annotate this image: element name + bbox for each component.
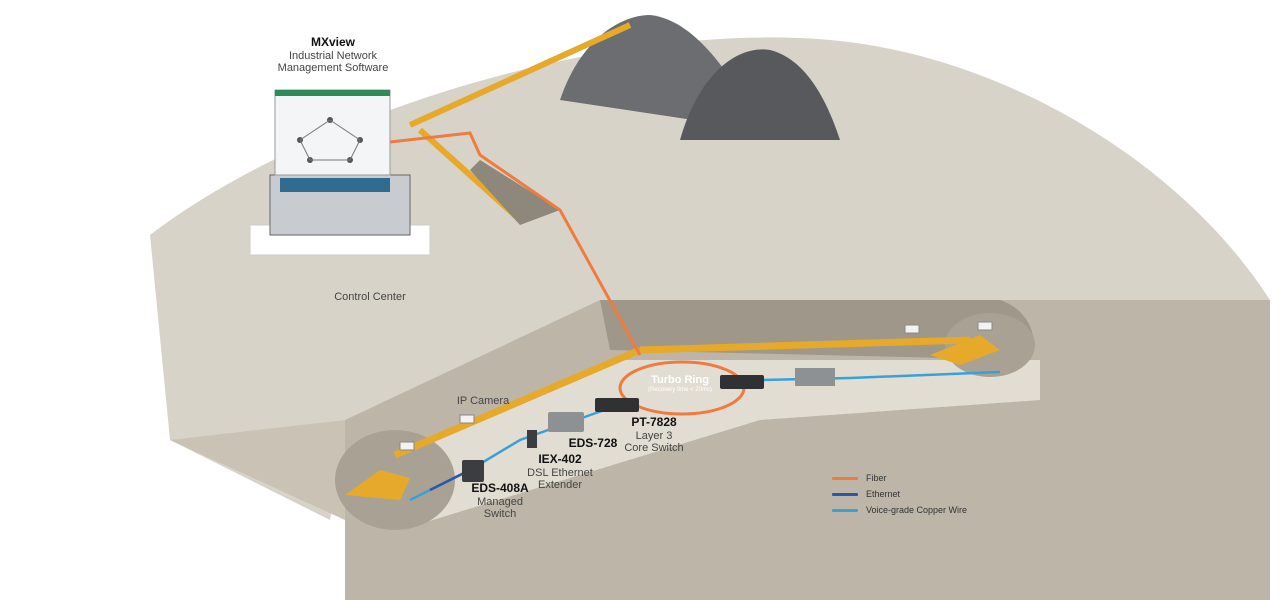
turbo-ring-title: Turbo Ring	[651, 374, 709, 386]
eds408a-switch-icon	[462, 460, 484, 482]
tunnel-floor	[360, 360, 1040, 530]
mxview-title: MXview	[310, 35, 355, 49]
legend-swatch-copper	[832, 508, 858, 512]
copper-wire-right	[759, 370, 1001, 382]
mining-machine-right-icon	[930, 335, 1000, 365]
mxview-line2: Management Software	[277, 62, 389, 75]
tunnel-conveyor-left	[393, 346, 642, 459]
ground-edge-front	[170, 420, 345, 520]
legend-swatch-fiber	[832, 476, 858, 480]
eds408a-line2: Switch	[483, 508, 517, 521]
pt7828-line2: Core Switch	[624, 442, 684, 455]
pt7828-line1: Layer 3	[635, 429, 673, 442]
legend-item-fiber: Fiber	[832, 470, 967, 486]
tunnel-rack-right-icon	[795, 368, 835, 386]
eds728-label: EDS-728	[558, 436, 628, 451]
eds728-model: EDS-728	[568, 436, 618, 450]
control-center-video-wall	[280, 178, 390, 192]
surface-conveyor-upper	[408, 22, 632, 128]
legend-label-ethernet: Ethernet	[866, 489, 901, 499]
camera-right-icon	[904, 324, 920, 334]
turbo-ring-note: (Recovery time < 20ms)	[648, 386, 712, 393]
turbo-ring-label: Turbo Ring (Recovery time < 20ms)	[630, 374, 730, 394]
iex402-line2: Extender	[537, 479, 583, 492]
eds408a-model: EDS-408A	[471, 481, 529, 495]
legend-item-copper: Voice-grade Copper Wire	[832, 502, 967, 518]
legend-label-fiber: Fiber	[866, 473, 887, 483]
legend: Fiber Ethernet Voice-grade Copper Wire	[832, 470, 967, 518]
tunnel-conveyor-right	[639, 336, 971, 354]
ground-surface	[150, 37, 1270, 520]
core-switch-right-icon	[720, 375, 764, 389]
camera-far-right-icon	[977, 321, 993, 331]
fiber-link	[389, 131, 642, 356]
mining-machine-left-icon	[345, 470, 410, 500]
eds728-switch-icon	[548, 412, 584, 432]
iex402-model: IEX-402	[538, 452, 582, 466]
legend-item-ethernet: Ethernet	[832, 486, 967, 502]
legend-swatch-ethernet	[832, 492, 858, 496]
surface-pit	[470, 160, 560, 225]
legend-label-copper: Voice-grade Copper Wire	[866, 505, 968, 515]
iex402-label: IEX-402 DSL Ethernet Extender	[520, 452, 600, 492]
pt7828-switch-icon	[595, 398, 639, 412]
mxview-label: MXview Industrial Network Management Sof…	[268, 35, 398, 75]
mxview-line1: Industrial Network	[288, 49, 378, 62]
stockpile-right	[680, 49, 840, 140]
pt7828-label: PT-7828 Layer 3 Core Switch	[614, 415, 694, 455]
iex402-line1: DSL Ethernet	[527, 466, 593, 479]
camera-mid-icon	[459, 414, 475, 424]
eds408a-label: EDS-408A Managed Switch	[460, 481, 540, 521]
camera-left-icon	[399, 441, 415, 451]
mxview-topology-link	[299, 119, 361, 161]
control-center-label: Control Center	[334, 291, 406, 303]
eds408a-line1: Managed	[477, 495, 523, 508]
pt7828-model: PT-7828	[631, 415, 677, 429]
ip-camera-label: IP Camera	[456, 395, 510, 407]
iex402-extender-icon	[527, 430, 537, 448]
mxview-screen	[274, 89, 391, 176]
mxview-screen-titlebar	[275, 90, 390, 96]
